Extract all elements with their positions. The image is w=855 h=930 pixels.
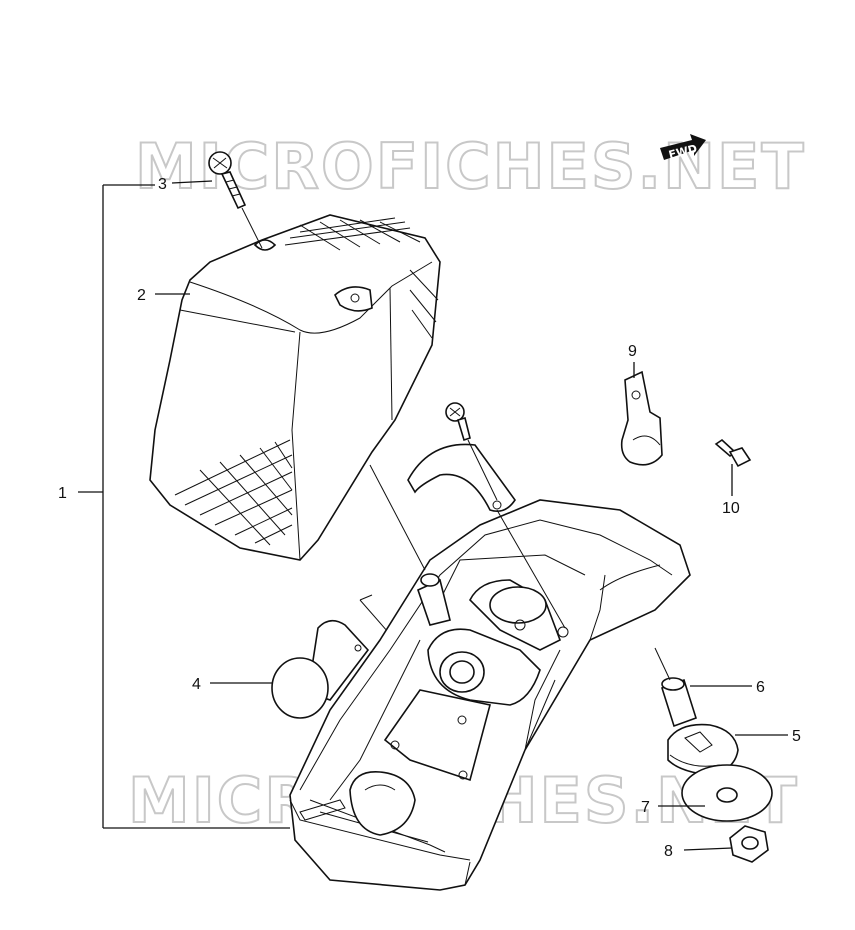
callout-3: 3 [158,176,167,193]
callout-9: 9 [628,343,637,360]
callout-8: 8 [664,843,673,860]
callouts: 1 2 3 4 5 6 7 8 9 10 [58,176,801,860]
wire-clip-part [620,370,663,466]
lens-part [149,214,441,561]
lens-screw-part [208,151,263,249]
callout-4: 4 [192,676,201,693]
callout-7: 7 [641,799,650,816]
nut-part [729,825,769,863]
callout-2: 2 [137,287,146,304]
clamp-part [407,402,566,629]
callout-1: 1 [58,485,67,502]
housing-part [289,499,691,891]
leader-lines [78,180,788,851]
collar-part [654,647,697,728]
callout-6: 6 [756,679,765,696]
bulb-part [271,594,396,719]
washer-part [681,764,773,822]
callout-5: 5 [792,728,801,745]
callout-10: 10 [722,500,740,517]
bolt-part [714,438,752,468]
